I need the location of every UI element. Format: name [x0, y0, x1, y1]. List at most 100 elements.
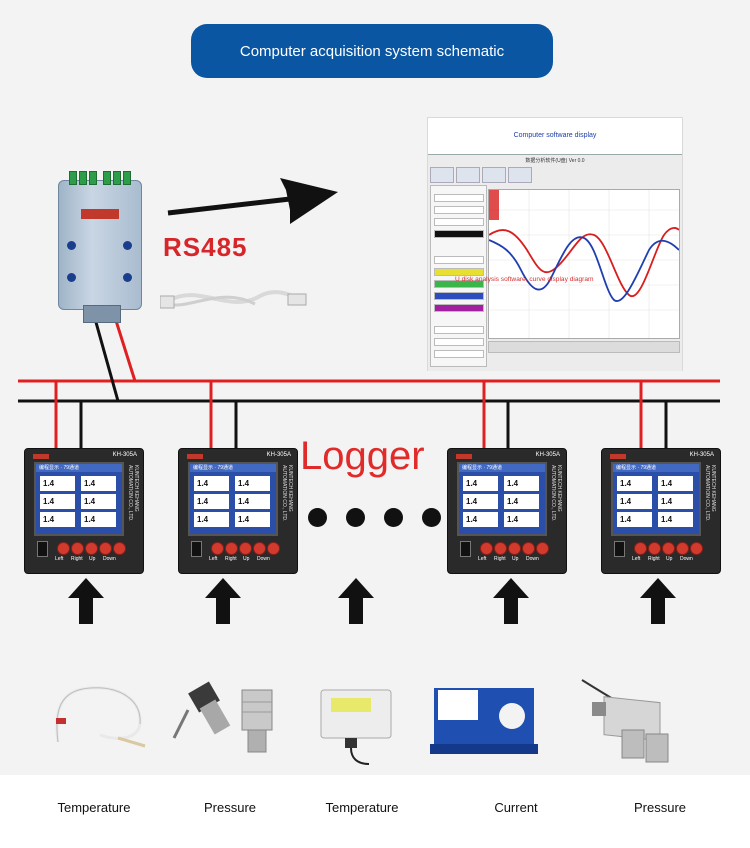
logger-channel-value: 1.4 [194, 494, 229, 509]
pressure-transmitter [172, 681, 273, 753]
logger-key-label: Right [71, 556, 83, 562]
arrow-up-icon [338, 578, 374, 624]
logger-channel-value: 1.4 [617, 494, 652, 509]
terminal [113, 171, 121, 185]
software-side-panel [430, 185, 487, 367]
arrow-up-icon [205, 578, 241, 624]
logger-key-button[interactable] [480, 542, 493, 555]
logger-side-text: KUNTECH KEHANG AUTOMATION CO., LTD. [127, 465, 139, 522]
arrow-up-icon [640, 578, 676, 624]
logger-key-button[interactable] [85, 542, 98, 555]
converter-black-wire [90, 307, 120, 402]
ellipsis-dots-icon [346, 508, 365, 527]
logger-channel-value: 1.4 [658, 512, 693, 527]
logger-key-button[interactable] [99, 542, 112, 555]
logger-channel-value: 1.4 [504, 512, 539, 527]
logger-channel-value: 1.4 [81, 512, 116, 527]
logger-channel-value: 1.4 [235, 476, 270, 491]
curve-plot [488, 189, 680, 339]
terminal [89, 171, 97, 185]
logger-model: KH-305A [266, 452, 291, 458]
logger-channel-value: 1.4 [235, 512, 270, 527]
power-switch[interactable] [460, 541, 471, 557]
ellipsis-dots-icon [308, 508, 327, 527]
logger-channel-value: 1.4 [617, 512, 652, 527]
logger-key-button[interactable] [494, 542, 507, 555]
logger-key-button[interactable] [71, 542, 84, 555]
logger-channel-value: 1.4 [463, 494, 498, 509]
logger-channel-value: 1.4 [40, 476, 75, 491]
logger-key-button[interactable] [113, 542, 126, 555]
sensor-label: Current [494, 800, 538, 815]
sensor-label: Pressure [203, 800, 257, 815]
power-switch[interactable] [37, 541, 48, 557]
logger-key-label: Left [478, 556, 487, 562]
usb-cable [160, 290, 307, 309]
logger-channel-value: 1.4 [463, 512, 498, 527]
converter-port [83, 305, 121, 323]
power-switch[interactable] [191, 541, 202, 557]
logger-key-button[interactable] [211, 542, 224, 555]
sensor-label: Pressure [633, 800, 687, 815]
arrow-up-icon [68, 578, 104, 624]
logger-key-label: Left [209, 556, 218, 562]
logger-key-label: Down [257, 556, 270, 562]
terminal [79, 171, 87, 185]
sensor-label: Temperature [57, 800, 131, 815]
logger-side-text: KUNTECH KEHANG AUTOMATION CO., LTD. [281, 465, 293, 522]
logger-channel-value: 1.4 [617, 476, 652, 491]
led-indicator [67, 273, 76, 282]
temperature-probe [55, 686, 146, 748]
software-plot-note: U disk analysis software, curve display … [455, 276, 594, 283]
logger-channel-value: 1.4 [40, 512, 75, 527]
logger-key-label: Left [55, 556, 64, 562]
logger-key-button[interactable] [648, 542, 661, 555]
logger-key-button[interactable] [536, 542, 549, 555]
logger-key-button[interactable] [662, 542, 675, 555]
logger-model: KH-305A [689, 452, 714, 458]
software-caption: Computer software display [513, 132, 597, 139]
software-window-title: 数据分析软件(U盘) Ver 0.0 [525, 158, 585, 164]
software-window: 数据分析软件(U盘) Ver 0.0 [428, 154, 682, 371]
logger-channel-value: 1.4 [81, 494, 116, 509]
logger-key-button[interactable] [690, 542, 703, 555]
logger-key-button[interactable] [634, 542, 647, 555]
logger-key-label: Down [680, 556, 693, 562]
toolbar-button [508, 167, 532, 183]
logger-key-button[interactable] [239, 542, 252, 555]
logger-channel-value: 1.4 [658, 476, 693, 491]
logger-brand-badge [610, 454, 626, 459]
led-indicator [67, 241, 76, 250]
logger-screen-header: 编程显示 · 79通道 [613, 464, 699, 472]
power-switch[interactable] [614, 541, 625, 557]
logger-channel-value: 1.4 [504, 476, 539, 491]
logger-key-button[interactable] [522, 542, 535, 555]
logger-model: KH-305A [112, 452, 137, 458]
logger-key-button[interactable] [225, 542, 238, 555]
toolbar-button [456, 167, 480, 183]
logger-key-button[interactable] [253, 542, 266, 555]
rs485-label: RS485 [163, 232, 248, 262]
ellipsis-dots-icon [422, 508, 441, 527]
rs485-converter-module [58, 171, 142, 323]
logger-screen-header: 编程显示 · 79通道 [36, 464, 122, 472]
logger-key-button[interactable] [57, 542, 70, 555]
logger-key-label: Up [666, 556, 673, 562]
logger-key-button[interactable] [508, 542, 521, 555]
logger-key-label: Right [225, 556, 237, 562]
logger-channel-value: 1.4 [81, 476, 116, 491]
logger-key-label: Up [243, 556, 250, 562]
toolbar-button [482, 167, 506, 183]
logger-brand-badge [456, 454, 472, 459]
logger-key-button[interactable] [676, 542, 689, 555]
logger-key-button[interactable] [267, 542, 280, 555]
logger-side-text: KUNTECH KEHANG AUTOMATION CO., LTD. [550, 465, 562, 522]
current-transformer [430, 688, 538, 754]
